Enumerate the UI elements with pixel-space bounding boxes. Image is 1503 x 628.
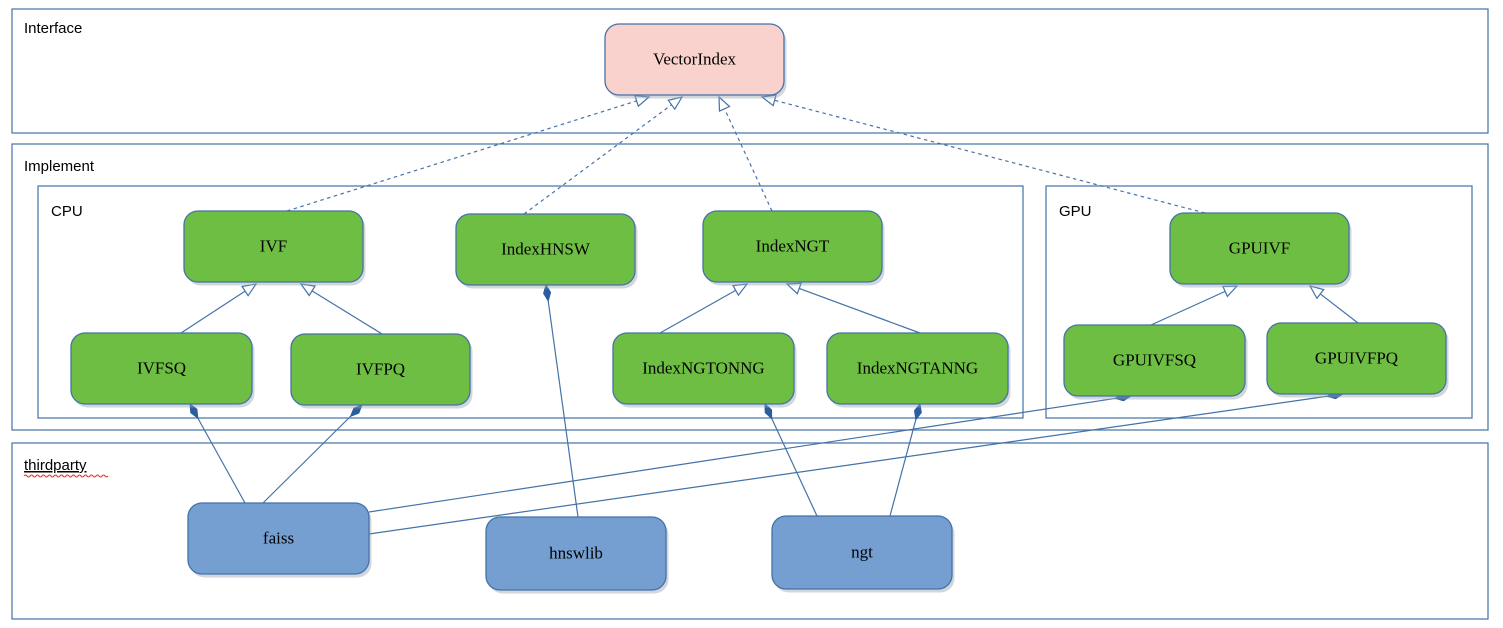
edge-line <box>659 289 736 334</box>
group-label-interface: Interface <box>24 20 82 37</box>
node-gpuivfpq[interactable]: GPUIVFPQ <box>1266 322 1449 398</box>
node-box[interactable] <box>183 210 364 283</box>
node-box[interactable] <box>826 332 1009 405</box>
generalization-arrowhead <box>1221 285 1239 298</box>
node-box[interactable] <box>604 23 785 96</box>
node-label: GPUIVF <box>1229 238 1290 257</box>
node-indexngtonng[interactable]: IndexNGTONNG <box>612 332 797 408</box>
node-vectorindex[interactable]: VectorIndex <box>604 23 787 99</box>
edges <box>180 94 1359 535</box>
realization-arrowhead <box>760 94 777 107</box>
node-label: ngt <box>851 542 873 561</box>
node-box[interactable] <box>771 515 953 590</box>
node-label: IndexHNSW <box>501 239 591 258</box>
edge-line <box>723 108 773 212</box>
group-label-gpu: GPU <box>1059 203 1092 220</box>
node-box[interactable] <box>702 210 883 283</box>
generalization-arrowhead <box>732 283 749 297</box>
node-label: hnswlib <box>549 543 603 562</box>
edge-line <box>368 395 1328 535</box>
realization-arrowhead <box>634 95 651 108</box>
edge-line <box>180 290 246 334</box>
edge-line <box>523 104 672 215</box>
generalization-arrowhead <box>1308 285 1325 300</box>
composition-diamond <box>543 283 552 303</box>
composition-diamond <box>764 402 773 420</box>
node-box[interactable] <box>1063 324 1246 397</box>
edge-indexngtanng-indexngt <box>785 282 921 334</box>
node-faiss[interactable]: faiss <box>187 502 372 578</box>
group-label-thirdparty: thirdparty <box>24 457 87 474</box>
edge-gpuivfpq-gpuivf <box>1308 285 1359 324</box>
edge-faiss-ivfpq <box>262 404 363 504</box>
edge-line <box>197 417 246 504</box>
spellcheck-underline-thirdparty <box>23 474 109 478</box>
node-box[interactable] <box>187 502 370 575</box>
group-label-cpu: CPU <box>51 203 83 220</box>
node-label: IndexNGTANNG <box>857 358 978 377</box>
edge-line <box>771 418 818 517</box>
node-indexngtanng[interactable]: IndexNGTANNG <box>826 332 1011 408</box>
node-box[interactable] <box>455 213 636 286</box>
edge-indexngt-vectorindex <box>718 95 773 212</box>
node-box[interactable] <box>1266 322 1447 395</box>
node-indexhnsw[interactable]: IndexHNSW <box>455 213 638 289</box>
edge-indexngtonng-indexngt <box>659 283 749 334</box>
node-label: IVFPQ <box>356 359 405 378</box>
node-label: GPUIVFSQ <box>1113 350 1196 369</box>
edge-line <box>1150 290 1226 326</box>
edge-faiss-ivfsq <box>189 402 246 504</box>
node-label: IVFSQ <box>137 358 186 377</box>
edge-line <box>798 287 921 334</box>
node-gpuivf[interactable]: GPUIVF <box>1169 212 1352 288</box>
edge-line <box>368 397 1116 513</box>
edge-ivf-vectorindex <box>286 95 651 212</box>
edge-line <box>1319 293 1359 324</box>
edge-gpuivf-vectorindex <box>760 94 1206 214</box>
edge-ngt-indexngtonng <box>764 402 818 517</box>
node-ivfpq[interactable]: IVFPQ <box>290 333 473 409</box>
edge-ivfpq-ivf <box>299 283 383 335</box>
edge-line <box>286 100 637 212</box>
edge-line <box>262 415 352 504</box>
edge-ivfsq-ivf <box>180 283 258 334</box>
node-gpuivfsq[interactable]: GPUIVFSQ <box>1063 324 1248 400</box>
node-label: IndexNGTONNG <box>642 358 764 377</box>
node-box[interactable] <box>1169 212 1350 285</box>
edge-line <box>889 419 917 517</box>
node-label: IVF <box>260 236 287 255</box>
node-ivfsq[interactable]: IVFSQ <box>70 332 255 408</box>
edge-indexhnsw-vectorindex <box>523 96 684 215</box>
node-label: GPUIVFPQ <box>1315 348 1398 367</box>
realization-arrowhead <box>718 95 731 113</box>
node-label: faiss <box>263 528 294 547</box>
composition-diamond <box>913 402 922 421</box>
composition-diamond <box>189 402 199 420</box>
edge-hnswlib-indexhnsw <box>543 283 579 518</box>
composition-diamond <box>349 404 363 418</box>
generalization-arrowhead <box>241 283 258 297</box>
group-label-implement: Implement <box>24 158 95 175</box>
generalization-arrowhead <box>785 282 802 295</box>
node-label: VectorIndex <box>653 49 737 68</box>
edge-ngt-indexngtanng <box>889 402 922 517</box>
node-hnswlib[interactable]: hnswlib <box>485 516 669 594</box>
node-ivf[interactable]: IVF <box>183 210 366 286</box>
node-label: IndexNGT <box>756 236 830 255</box>
node-box[interactable] <box>290 333 471 406</box>
node-indexngt[interactable]: IndexNGT <box>702 210 885 286</box>
edge-line <box>311 290 383 335</box>
node-box[interactable] <box>612 332 795 405</box>
realization-arrowhead <box>667 96 684 111</box>
edge-line <box>547 300 579 518</box>
edge-gpuivfsq-gpuivf <box>1150 285 1239 326</box>
generalization-arrowhead <box>299 283 316 297</box>
node-box[interactable] <box>485 516 667 591</box>
node-box[interactable] <box>70 332 253 405</box>
node-ngt[interactable]: ngt <box>771 515 955 593</box>
